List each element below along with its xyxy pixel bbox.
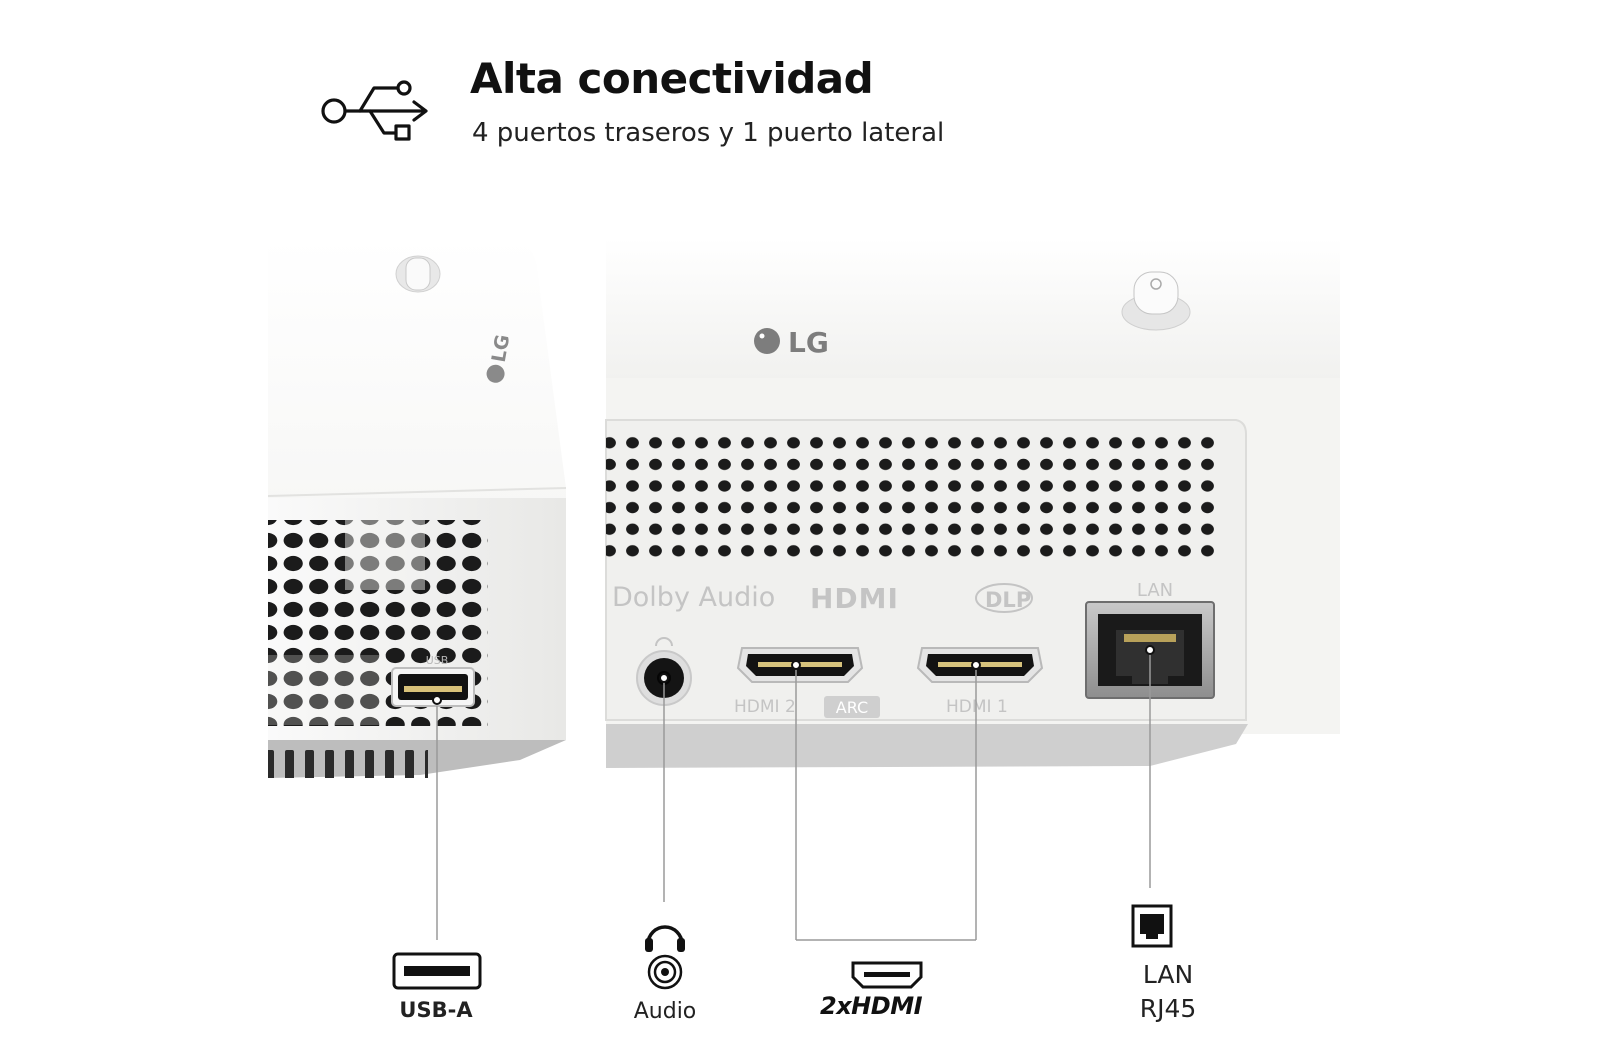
audio-label: Audio xyxy=(633,999,697,1024)
headphone-jack-icon xyxy=(645,925,685,990)
device-usb-print: USB xyxy=(426,654,449,667)
page-title: Alta conectividad xyxy=(470,54,874,103)
svg-text:LG: LG xyxy=(488,333,514,364)
lg-logo: LG xyxy=(754,326,829,359)
dolby-audio-print: Dolby Audio xyxy=(612,582,775,613)
lan-label-line1: LAN xyxy=(1142,960,1194,989)
lg-logo-text: LG xyxy=(788,326,829,359)
lan-print: LAN xyxy=(1137,580,1173,601)
ethernet-port-icon xyxy=(1131,904,1173,948)
hdmi-brand-print: HDMI xyxy=(810,582,899,615)
callout-lines xyxy=(436,650,1151,941)
lan-label-line2: RJ45 xyxy=(1139,994,1197,1023)
hdmi-count-label: 2xHDMI xyxy=(820,992,923,1020)
hdmi-port-icon xyxy=(851,961,923,989)
arc-print: ARC xyxy=(836,698,868,717)
lan-label: LAN RJ45 xyxy=(1118,958,1218,1026)
hdmi2-print: HDMI 2 xyxy=(734,697,796,717)
usb-a-port-icon xyxy=(392,952,482,990)
projector-rear-view: LG Dolby Audio HDMI DLP LAN HDMI 2 xyxy=(605,238,1340,768)
page-subtitle: 4 puertos traseros y 1 puerto lateral xyxy=(472,118,945,148)
usb-symbol-icon xyxy=(321,80,428,141)
dlp-print: DLP xyxy=(985,588,1031,612)
projector-side-view: LG USB xyxy=(267,238,567,778)
hdmi1-print: HDMI 1 xyxy=(946,697,1008,717)
usb-a-label: USB-A xyxy=(399,998,473,1022)
